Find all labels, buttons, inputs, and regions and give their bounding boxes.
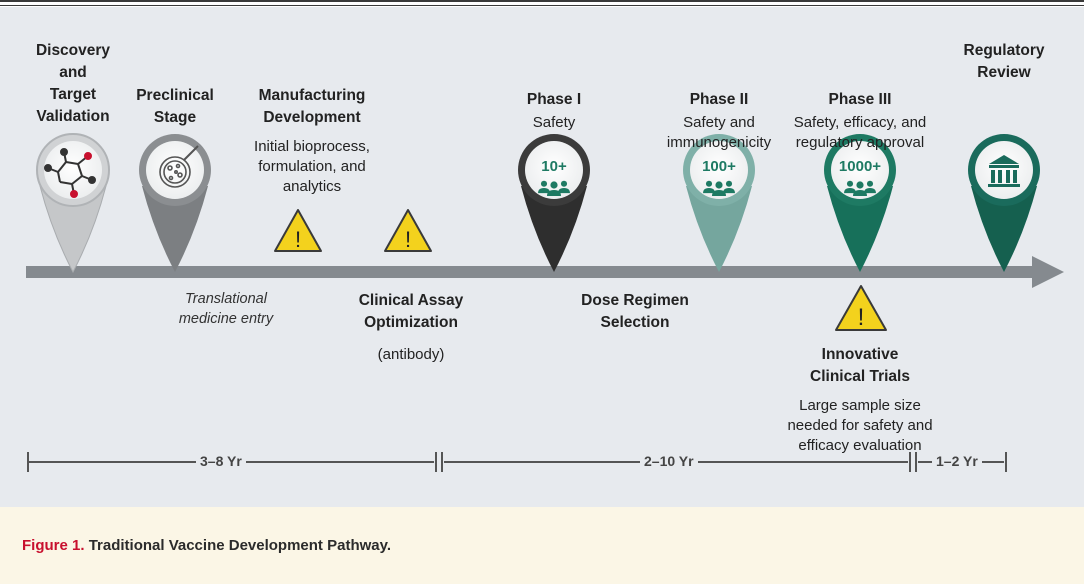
molecule-icon [44, 148, 96, 198]
manufacturing-desc: Initial bioprocess, formulation, and ana… [222, 137, 402, 197]
dose-title-line: Selection [600, 314, 670, 331]
regulatory-title-line: Regulatory [963, 42, 1045, 59]
warning-icon: ! [274, 209, 322, 252]
phase3-desc-line: Safety, efficacy, and [793, 114, 927, 131]
regulatory-title: Regulatory Review [950, 40, 1058, 84]
discovery-pin [36, 133, 110, 274]
phase2-title: Phase II [689, 91, 749, 108]
regulatory-pin [968, 134, 1040, 272]
phase1-pin: 10+ [518, 134, 590, 272]
phase1-desc: Safety [532, 114, 576, 131]
svg-text:!: ! [295, 227, 301, 252]
innovative-title-line: Innovative [821, 346, 899, 363]
phase2-count: 100+ [702, 158, 736, 175]
top-rule-thin [0, 5, 1084, 6]
translational-note: Translational medicine entry [156, 289, 296, 329]
phase1-title: Phase I [526, 91, 582, 108]
dose-title: Dose Regimen Selection [560, 290, 710, 334]
people-icon [703, 180, 735, 196]
warning-icon: ! [384, 209, 432, 252]
petri-dish-icon [159, 145, 199, 188]
dose-title-line: Dose Regimen [581, 292, 689, 309]
phase3-desc-line: regulatory approval [795, 134, 925, 151]
phase2-pin: 100+ [683, 134, 755, 272]
building-icon [988, 155, 1020, 187]
assay-title-line: Clinical Assay [358, 292, 464, 309]
duration-clinical: 2–10 Yr [640, 453, 698, 469]
innovative-desc-line: Large sample size [799, 397, 921, 414]
phase2-desc-line: Safety and [683, 114, 755, 131]
innovative-desc: Large sample size needed for safety and … [780, 396, 940, 456]
manufacturing-desc-line: Initial bioprocess, [254, 138, 370, 155]
regulatory-title-line: Review [977, 64, 1031, 81]
discovery-title-line: and [59, 64, 87, 81]
preclinical-pin [139, 134, 211, 272]
people-icon [538, 180, 570, 196]
discovery-title: Discovery and Target Validation [22, 40, 124, 128]
manufacturing-title: Manufacturing Development [232, 85, 392, 129]
phase2-desc-line: immunogenicity [666, 134, 772, 151]
svg-text:!: ! [858, 304, 865, 331]
svg-text:!: ! [405, 227, 411, 252]
assay-title: Clinical Assay Optimization [336, 290, 486, 334]
preclinical-title: Preclinical Stage [124, 85, 226, 129]
caption-box [0, 507, 1084, 584]
assay-desc: (antibody) [377, 346, 445, 363]
manufacturing-title-line: Manufacturing [258, 87, 366, 104]
figure-caption: Figure 1. Traditional Vaccine Developmen… [22, 537, 391, 554]
assay-title-line: Optimization [364, 314, 458, 331]
phase2-desc: Safety and immunogenicity [644, 113, 794, 153]
phase3-count: 1000+ [839, 158, 881, 175]
duration-preclinical: 3–8 Yr [196, 453, 246, 469]
phase3-title: Phase III [828, 91, 892, 108]
top-rule [0, 0, 1084, 2]
innovative-desc-line: efficacy evaluation [798, 437, 922, 454]
manufacturing-desc-line: formulation, and [258, 158, 366, 175]
preclinical-title-line: Preclinical [136, 87, 214, 104]
innovative-title-line: Clinical Trials [810, 368, 910, 385]
phase1-count: 10+ [541, 158, 567, 175]
discovery-title-line: Validation [36, 108, 110, 125]
figure-title: Traditional Vaccine Development Pathway. [88, 537, 392, 554]
duration-regulatory: 1–2 Yr [932, 453, 982, 469]
innovative-desc-line: needed for safety and [787, 417, 933, 434]
phase3-pin: 1000+ [824, 134, 896, 272]
manufacturing-desc-line: analytics [282, 178, 342, 195]
discovery-title-line: Discovery [35, 42, 111, 59]
figure-label: Figure 1. [22, 537, 85, 554]
preclinical-title-line: Stage [153, 109, 197, 126]
innovative-title: Innovative Clinical Trials [790, 344, 930, 388]
phase3-desc: Safety, efficacy, and regulatory approva… [780, 113, 940, 153]
people-icon [844, 180, 876, 196]
manufacturing-title-line: Development [263, 109, 361, 126]
warning-icon: ! [835, 285, 887, 331]
timeline-arrow [26, 256, 1064, 288]
discovery-title-line: Target [49, 86, 97, 103]
translational-note-line: Translational [185, 291, 267, 307]
translational-note-line: medicine entry [178, 311, 274, 327]
